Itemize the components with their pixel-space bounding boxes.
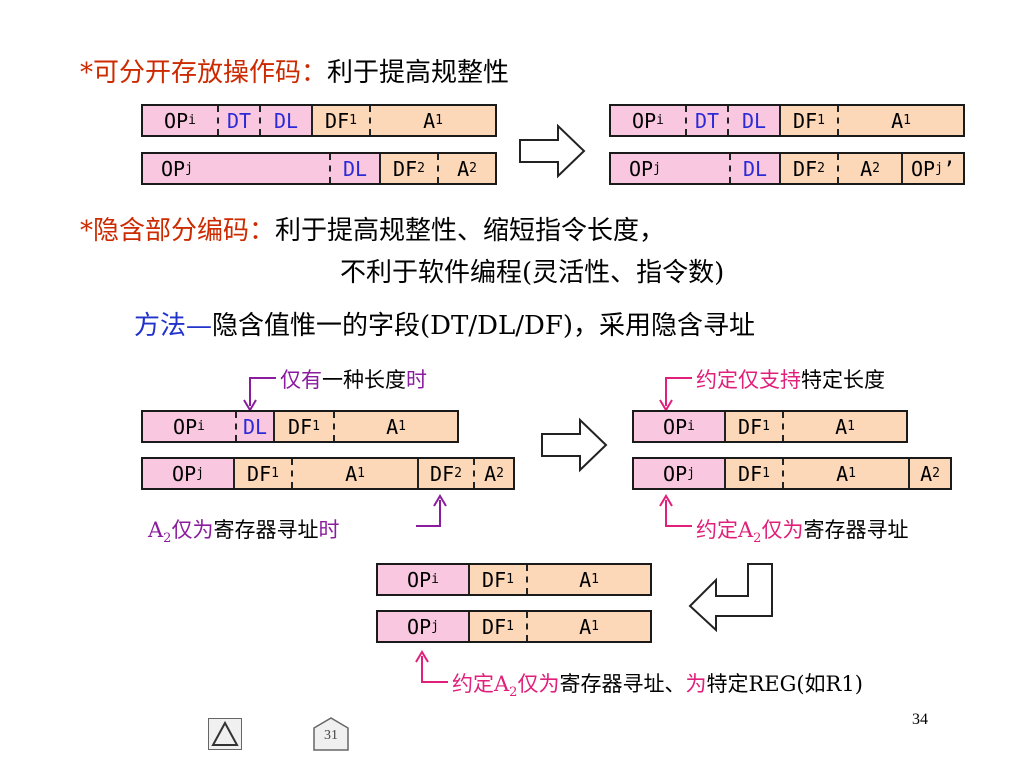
dt-field: DT [217,106,259,135]
house-shape-icon [313,717,349,751]
triangle-up-icon [211,720,239,746]
dt-field: DT [685,106,727,135]
bracket-arrow-icon [659,377,692,412]
note-fixed-length: 约定仅支持特定长度 [696,368,885,392]
note-a2-register-only: A2仅为寄存器寻址时 [148,518,340,547]
nav-up-button[interactable] [208,718,242,750]
note-only-one-length: 仅有一种长度时 [280,368,427,392]
hollow-right-arrow-icon [541,417,608,473]
hollow-return-arrow-icon [688,563,773,632]
dl-field: DL [727,106,779,135]
page-number: 34 [912,711,928,728]
note-agree-a2-register: 约定A2仅为寄存器寻址 [696,518,909,547]
nav-page-number: 31 [324,728,338,743]
bracket-arrow-icon [659,494,692,527]
method-label: 方法— [134,311,213,341]
bracket-arrow-icon [243,377,276,412]
nav-page-button[interactable]: 31 [310,716,352,752]
dl-field: DL [329,154,379,183]
bullet-title-2: *隐含部分编码： [80,216,276,246]
bullet-title-1: *可分开存放操作码： [80,58,328,88]
bracket-arrow-icon [415,650,448,683]
line-2-continuation: 不利于软件编程(灵活性、指令数) [340,258,724,288]
dl-field: DL [235,412,273,441]
heading-line-1: *可分开存放操作码：利于提高规整性 [80,58,509,88]
note-agree-a2-reg-r1: 约定A2仅为寄存器寻址、为特定REG(如R1) [452,672,863,701]
line-1-text: 利于提高规整性 [327,58,510,88]
hollow-right-arrow-icon [519,123,586,179]
heading-line-2: *隐含部分编码：利于提高规整性、缩短指令长度， [80,216,665,246]
line-2-text-a: 利于提高规整性、缩短指令长度， [275,216,666,246]
dl-field: DL [259,106,311,135]
method-text: 隐含值惟一的字段(DT/DL/DF)，采用隐含寻址 [212,311,756,341]
method-line: 方法—隐含值惟一的字段(DT/DL/DF)，采用隐含寻址 [134,311,755,341]
bracket-arrow-icon [416,494,447,527]
line-2-text-b: 不利于软件编程(灵活性、指令数) [340,258,725,288]
dl-field: DL [729,154,779,183]
